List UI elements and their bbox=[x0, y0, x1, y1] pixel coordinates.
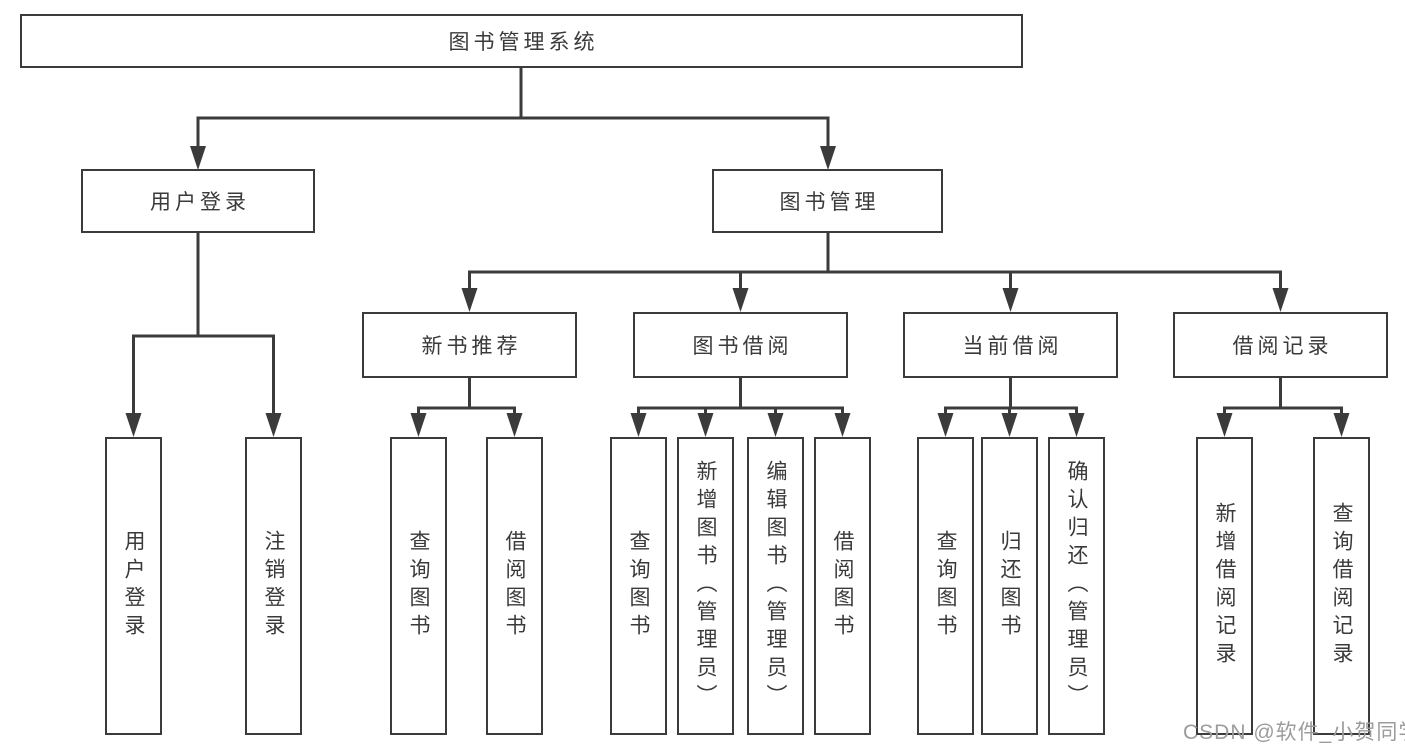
node-label: 借阅记录 bbox=[1232, 335, 1333, 358]
leaf-add-book-admin: 新增图书（管理员） bbox=[677, 437, 734, 735]
node-label: 编辑图书（管理员） bbox=[764, 460, 787, 712]
node-book-management: 图书管理 bbox=[712, 169, 943, 233]
node-label: 注销登录 bbox=[262, 530, 285, 642]
leaf-logout: 注销登录 bbox=[245, 437, 302, 735]
leaf-edit-book-admin: 编辑图书（管理员） bbox=[747, 437, 804, 735]
leaf-add-borrow-record: 新增借阅记录 bbox=[1196, 437, 1253, 735]
connector-new-book-recommend-to-leaves bbox=[410, 376, 523, 437]
leaf-query-borrow-record: 查询借阅记录 bbox=[1313, 437, 1370, 735]
connector-book-borrow-to-leaves bbox=[630, 376, 851, 437]
node-label: 新书推荐 bbox=[421, 335, 522, 358]
node-library-management-system: 图书管理系统 bbox=[20, 14, 1023, 68]
node-label: 新增图书（管理员） bbox=[694, 460, 717, 712]
connector-user-login-to-leaves bbox=[125, 231, 282, 437]
node-label: 查询图书 bbox=[407, 530, 430, 642]
connector-root-to-level2 bbox=[190, 66, 836, 170]
node-borrow-records: 借阅记录 bbox=[1173, 312, 1388, 378]
leaf-query-books-recommend: 查询图书 bbox=[390, 437, 447, 735]
connector-borrow-records-to-leaves bbox=[1216, 376, 1350, 437]
csdn-watermark: CSDN @软件_小贺同学 bbox=[1183, 721, 1405, 744]
leaf-borrow-books-recommend: 借阅图书 bbox=[486, 437, 543, 735]
node-label: 用户登录 bbox=[122, 530, 145, 642]
leaf-query-books-current: 查询图书 bbox=[917, 437, 974, 735]
node-label: 借阅图书 bbox=[503, 530, 526, 642]
leaf-borrow-books: 借阅图书 bbox=[814, 437, 871, 735]
node-label: 查询借阅记录 bbox=[1330, 502, 1353, 670]
leaf-confirm-return-admin: 确认归还（管理员） bbox=[1048, 437, 1105, 735]
node-label: 查询图书 bbox=[627, 530, 650, 642]
leaf-user-login: 用户登录 bbox=[105, 437, 162, 735]
node-label: 借阅图书 bbox=[831, 530, 854, 642]
node-book-borrow: 图书借阅 bbox=[633, 312, 848, 378]
node-user-login: 用户登录 bbox=[81, 169, 315, 233]
node-label: 新增借阅记录 bbox=[1213, 502, 1236, 670]
node-new-book-recommend: 新书推荐 bbox=[362, 312, 577, 378]
node-label: 当前借阅 bbox=[962, 335, 1063, 358]
node-label: 图书借阅 bbox=[692, 335, 793, 358]
node-label: 图书管理 bbox=[779, 191, 880, 214]
leaf-return-book: 归还图书 bbox=[981, 437, 1038, 735]
connector-book-management-to-level3 bbox=[461, 231, 1289, 312]
node-current-borrow: 当前借阅 bbox=[903, 312, 1118, 378]
node-label: 用户登录 bbox=[150, 191, 250, 214]
node-label: 确认归还（管理员） bbox=[1065, 460, 1088, 712]
connector-current-borrow-to-leaves bbox=[937, 376, 1085, 437]
node-label: 查询图书 bbox=[934, 530, 957, 642]
node-label: 归还图书 bbox=[998, 530, 1021, 642]
leaf-query-books-borrow: 查询图书 bbox=[610, 437, 667, 735]
node-label: 图书管理系统 bbox=[448, 31, 599, 54]
